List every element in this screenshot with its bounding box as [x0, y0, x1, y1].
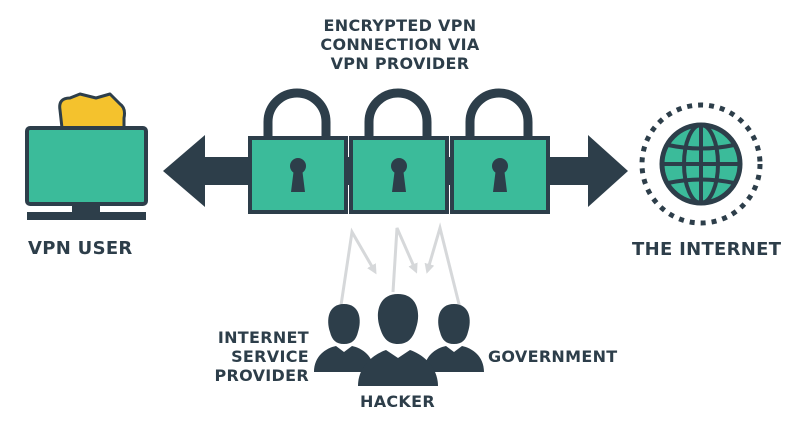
the-internet-label: THE INTERNET	[632, 239, 782, 260]
observer-arrows	[338, 222, 462, 313]
isp-label: INTERNET SERVICE PROVIDER	[185, 328, 309, 385]
government-label: GOVERNMENT	[488, 347, 618, 366]
isp-person	[314, 304, 374, 372]
people-silhouette-icon	[314, 294, 484, 386]
encrypted-line-2: CONNECTION VIA	[320, 35, 480, 54]
padlock-icon	[248, 88, 348, 214]
encrypted-line-3: VPN PROVIDER	[330, 54, 470, 73]
vpn-user-label: VPN USER	[28, 238, 133, 259]
hacker-person	[358, 294, 438, 386]
left-arrow-head	[163, 135, 205, 207]
isp-line-1: INTERNET	[217, 328, 309, 347]
hacker-observer-arrow	[391, 227, 418, 293]
hacker-label: HACKER	[360, 392, 435, 411]
government-person	[424, 304, 484, 372]
person-head-shape	[58, 92, 126, 130]
right-arrow-head	[588, 135, 628, 207]
encrypted-line-1: ENCRYPTED VPN	[323, 16, 477, 35]
vpn-user-icon	[25, 92, 148, 220]
isp-observer-arrow	[338, 227, 377, 313]
padlock-icon	[450, 88, 550, 214]
government-observer-arrow	[424, 222, 462, 309]
padlock-icon	[349, 88, 449, 214]
isp-line-2: SERVICE	[231, 347, 309, 366]
isp-line-3: PROVIDER	[214, 366, 309, 385]
encrypted-connection-label: ENCRYPTED VPN CONNECTION VIA VPN PROVIDE…	[300, 16, 500, 73]
globe-icon	[639, 102, 763, 226]
